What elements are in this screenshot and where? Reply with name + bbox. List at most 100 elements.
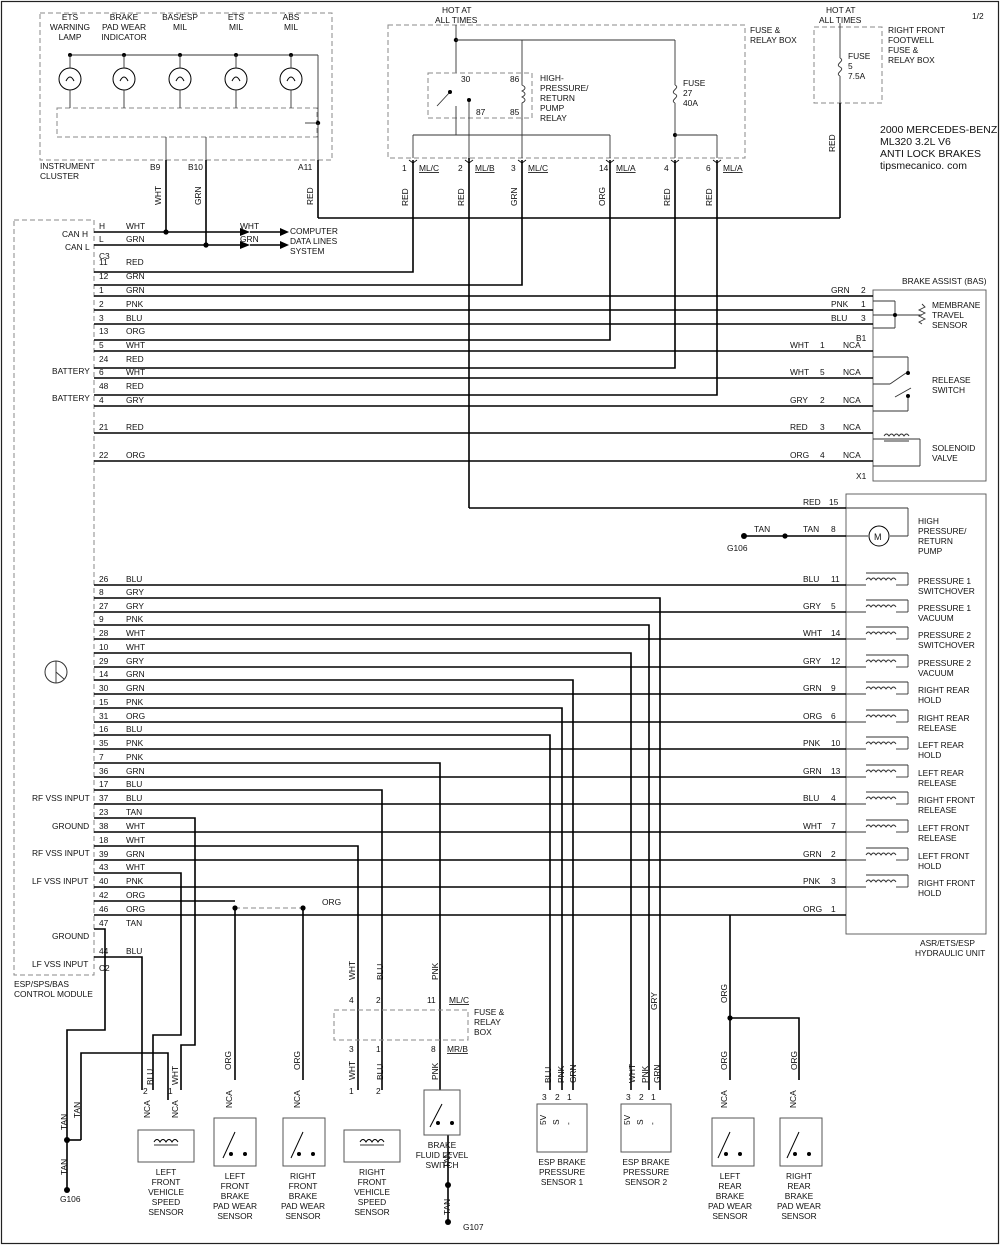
top-conn-0: ML/C: [419, 163, 439, 173]
module-pin-color-39: BLU: [126, 946, 142, 956]
bottom-components: LEFTFRONTVEHICLESPEEDSENSORLEFTFRONTBRAK…: [137, 1064, 823, 1221]
module-pin-17: 28: [99, 628, 109, 638]
lamp-label-4-0: ABS: [283, 12, 300, 22]
module-pin-34: 43: [99, 862, 109, 872]
module-pin-color-20: GRN: [126, 669, 145, 679]
bas-pin-7: 4: [820, 450, 825, 460]
top-conn-1: ML/B: [475, 163, 495, 173]
bas-nca-6: NCA: [843, 422, 861, 432]
switch-contact-1-a: [229, 1152, 233, 1156]
component-label-0-2: VEHICLE: [148, 1187, 184, 1197]
valve-label-0-0: PRESSURE 1: [918, 576, 971, 586]
module-pin-18: 10: [99, 642, 109, 652]
module-pin-color-3: PNK: [126, 299, 144, 309]
speed-sensor-coil-icon-3: [359, 1139, 385, 1143]
battery-label-2: BATTERY: [52, 393, 90, 403]
valve-coil-icon-2: [865, 631, 897, 635]
pump-motor-m: M: [874, 532, 882, 542]
lamp-filament-icon-0: [65, 76, 75, 82]
module-pin-20: 14: [99, 669, 109, 679]
component-label-2-2: BRAKE: [289, 1191, 318, 1201]
lower-color-blu-top: BLU: [375, 964, 385, 980]
control-module-box: [13, 219, 95, 976]
esp1-term-0: 5V: [538, 1114, 548, 1125]
valve-pin-10: 2: [831, 849, 836, 859]
switch-blade-icon-4: [429, 1103, 443, 1128]
title-make: 2000 MERCEDES-BENZ: [880, 124, 998, 136]
org-label-1: ORG: [223, 1051, 233, 1070]
module-label-1: ESP/SPS/BAS: [14, 979, 69, 989]
component-label-3-4: SENSOR: [354, 1207, 389, 1217]
valve-pin-7: 13: [831, 766, 841, 776]
valve-label-6-0: LEFT REAR: [918, 740, 964, 750]
pump-motor-icon: [868, 525, 890, 547]
wire-pin15-pnk: [94, 707, 563, 1090]
fuse-relay-box: [387, 24, 746, 159]
top-color-0: RED: [400, 188, 410, 206]
lamp-label-1-2: INDICATOR: [101, 32, 146, 42]
wire-pin48: [94, 160, 718, 396]
module-pin-color-13: BLU: [126, 574, 142, 584]
rf-fuse-box: [813, 26, 883, 104]
nca-label-4: NCA: [719, 1090, 729, 1108]
bas-comp-membrane-3: SENSOR: [932, 320, 967, 330]
cluster-inner-box: [56, 107, 318, 138]
valve-label-1-1: VACUUM: [918, 613, 954, 623]
component-label-2-0: RIGHT: [290, 1171, 316, 1181]
bas-nca-3: NCA: [843, 340, 861, 350]
module-pin-36: 42: [99, 890, 109, 900]
lamp-bulb-icon-0: [58, 67, 82, 91]
esp2-color-1: PNK: [640, 1065, 650, 1083]
lower-color-pnk-top: PNK: [430, 962, 440, 980]
tan-label-3: TAN: [59, 1159, 69, 1175]
relay-pin-87: 87: [476, 107, 486, 117]
wire-color-b9: WHT: [153, 186, 163, 205]
title-block: 2000 MERCEDES-BENZ ML320 3.2L V6 ANTI LO…: [880, 124, 998, 172]
computer-label-2: DATA LINES: [290, 236, 338, 246]
bas-nca-5: NCA: [843, 395, 861, 405]
module-pin-25: 35: [99, 738, 109, 748]
esp2-color-0: WHT: [627, 1064, 637, 1083]
module-pin-color-8: WHT: [126, 367, 145, 377]
valve-coil-icon-10: [865, 852, 897, 856]
lamp-label-2-0: BAS/ESP: [162, 12, 198, 22]
switch-contact-8-a: [793, 1152, 797, 1156]
esp1-color-1: PNK: [556, 1065, 566, 1083]
valve-pin-9: 7: [831, 821, 836, 831]
module-pin-0: 11: [99, 257, 108, 267]
valve-label-7-1: RELEASE: [918, 778, 957, 788]
module-pin-21: 30: [99, 683, 109, 693]
module-pin-24: 16: [99, 724, 109, 734]
valve-label-8-0: RIGHT FRONT: [918, 795, 975, 805]
module-pin-color-23: ORG: [126, 711, 145, 721]
valve-pin-2: 14: [831, 628, 841, 638]
component-box-6: [620, 1103, 672, 1153]
module-pin-29: 37: [99, 793, 109, 803]
switch-contact-4-b: [450, 1121, 454, 1125]
switch-contact-7-a: [724, 1152, 728, 1156]
relay-label-4: PUMP: [540, 103, 565, 113]
lf-vss-color-wht: WHT: [170, 1066, 180, 1085]
valve-coil-icon-9: [865, 824, 897, 828]
can-lines: H WHT L GRN WHT GRN COMPUTER DATA LINES …: [94, 160, 840, 256]
fuse5-label-2: 5: [848, 61, 853, 71]
hot-main-2: ALL TIMES: [435, 15, 478, 25]
wire-pin14-grn: [94, 679, 574, 1090]
bas-color-0: GRN: [831, 285, 850, 295]
fuse-box-label-2: RELAY BOX: [750, 35, 797, 45]
valve-coil-icon-4: [865, 686, 897, 690]
valve-label-5-0: RIGHT REAR: [918, 713, 970, 723]
valve-label-3-1: VACUUM: [918, 668, 954, 678]
harness-wires: [64, 160, 873, 1225]
module-pin-8: 6: [99, 367, 104, 377]
ground-label-1: GROUND: [52, 821, 89, 831]
switch-blade-icon-8: [786, 1131, 800, 1159]
tan-label-5: TAN: [442, 1199, 452, 1215]
brake-assist-unit: BRAKE ASSIST (BAS) B1 X1 MEMBRANE TRAVEL…: [790, 276, 987, 482]
computer-label-3: SYSTEM: [290, 246, 324, 256]
component-label-1-4: SENSOR: [217, 1211, 252, 1221]
brake-assist-x1: X1: [856, 471, 867, 481]
cluster-pin-b10: B10: [188, 162, 203, 172]
wire-pin44-blu: [94, 956, 143, 1090]
